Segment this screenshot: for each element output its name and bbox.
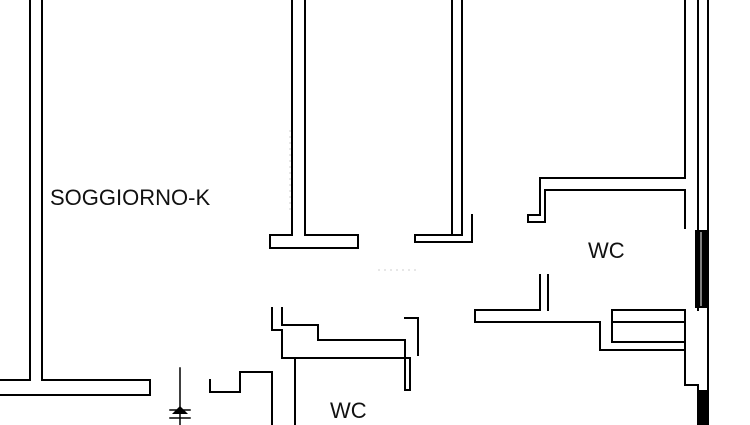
living-room-left-wall [0,0,151,396]
room-label-soggiorno: SOGGIORNO-K [50,185,210,210]
section-marker-icon [169,367,191,425]
central-partition-wall [269,0,359,249]
corridor-right-wall [414,0,473,243]
room-label-wc-lower: WC [330,398,367,423]
lower-wc-walls [209,307,419,425]
upper-wc-walls [474,0,699,351]
hidden-lines [289,130,420,271]
window-lower [698,390,708,425]
right-exterior-wall [684,0,709,425]
room-label-wc-upper: WC [588,238,625,263]
